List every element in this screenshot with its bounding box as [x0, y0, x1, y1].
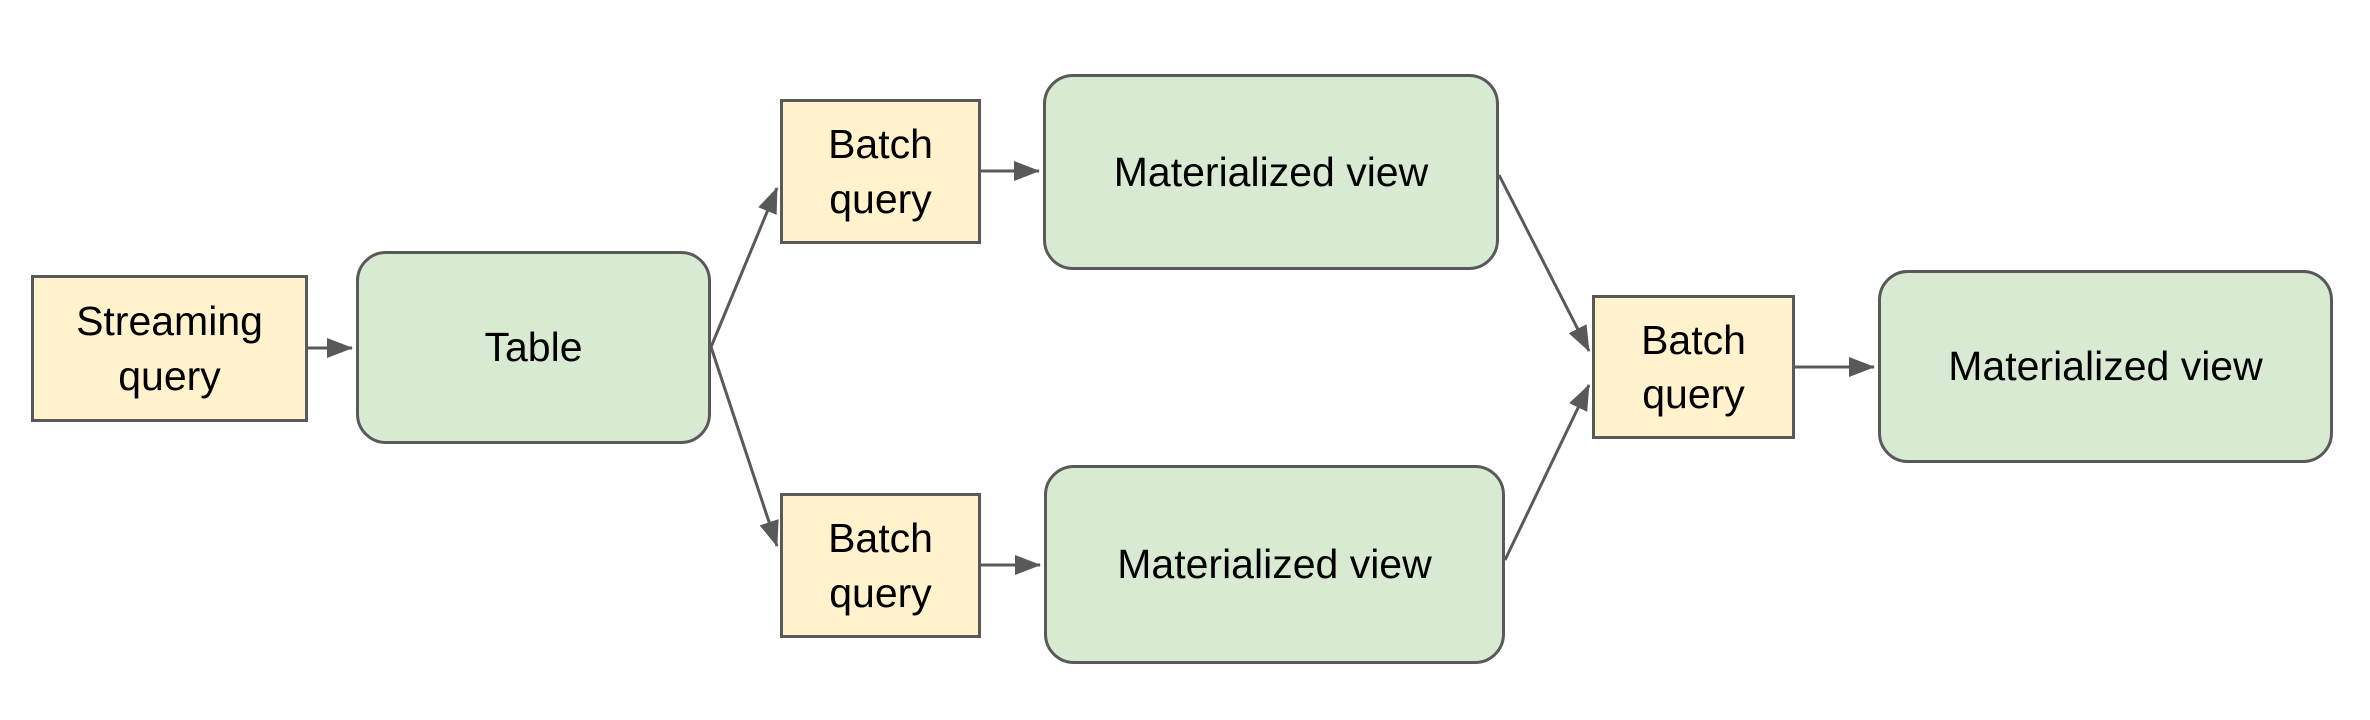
edge-table-to-batch-query-bottom — [709, 346, 779, 547]
node-label-table: Table — [484, 324, 583, 371]
node-batch-query-bottom: Batch query — [780, 493, 981, 638]
node-label-materialized-view-bottom: Materialized view — [1117, 541, 1432, 588]
node-table: Table — [356, 251, 711, 444]
node-materialized-view-right: Materialized view — [1878, 270, 2333, 463]
node-label-materialized-view-top: Materialized view — [1113, 148, 1429, 195]
edge-materialized-view-top-to-batch-query-right — [1497, 174, 1591, 352]
node-label-batch-query-bottom: Batch query — [828, 515, 933, 616]
node-batch-query-top: Batch query — [780, 99, 981, 244]
node-materialized-view-bottom: Materialized view — [1044, 465, 1505, 664]
node-label-materialized-view-right: Materialized view — [1948, 343, 2263, 390]
node-streaming-query: Streaming query — [31, 275, 308, 422]
node-label-batch-query-right: Batch query — [1641, 316, 1746, 417]
node-batch-query-right: Batch query — [1592, 295, 1795, 439]
node-label-streaming-query: Streaming query — [76, 298, 263, 399]
edge-group — [308, 161, 1875, 575]
node-materialized-view-top: Materialized view — [1043, 74, 1499, 270]
edge-table-to-batch-query-top — [709, 187, 779, 348]
edge-materialized-view-bottom-to-batch-query-right — [1503, 384, 1591, 561]
node-label-batch-query-top: Batch query — [828, 121, 933, 222]
